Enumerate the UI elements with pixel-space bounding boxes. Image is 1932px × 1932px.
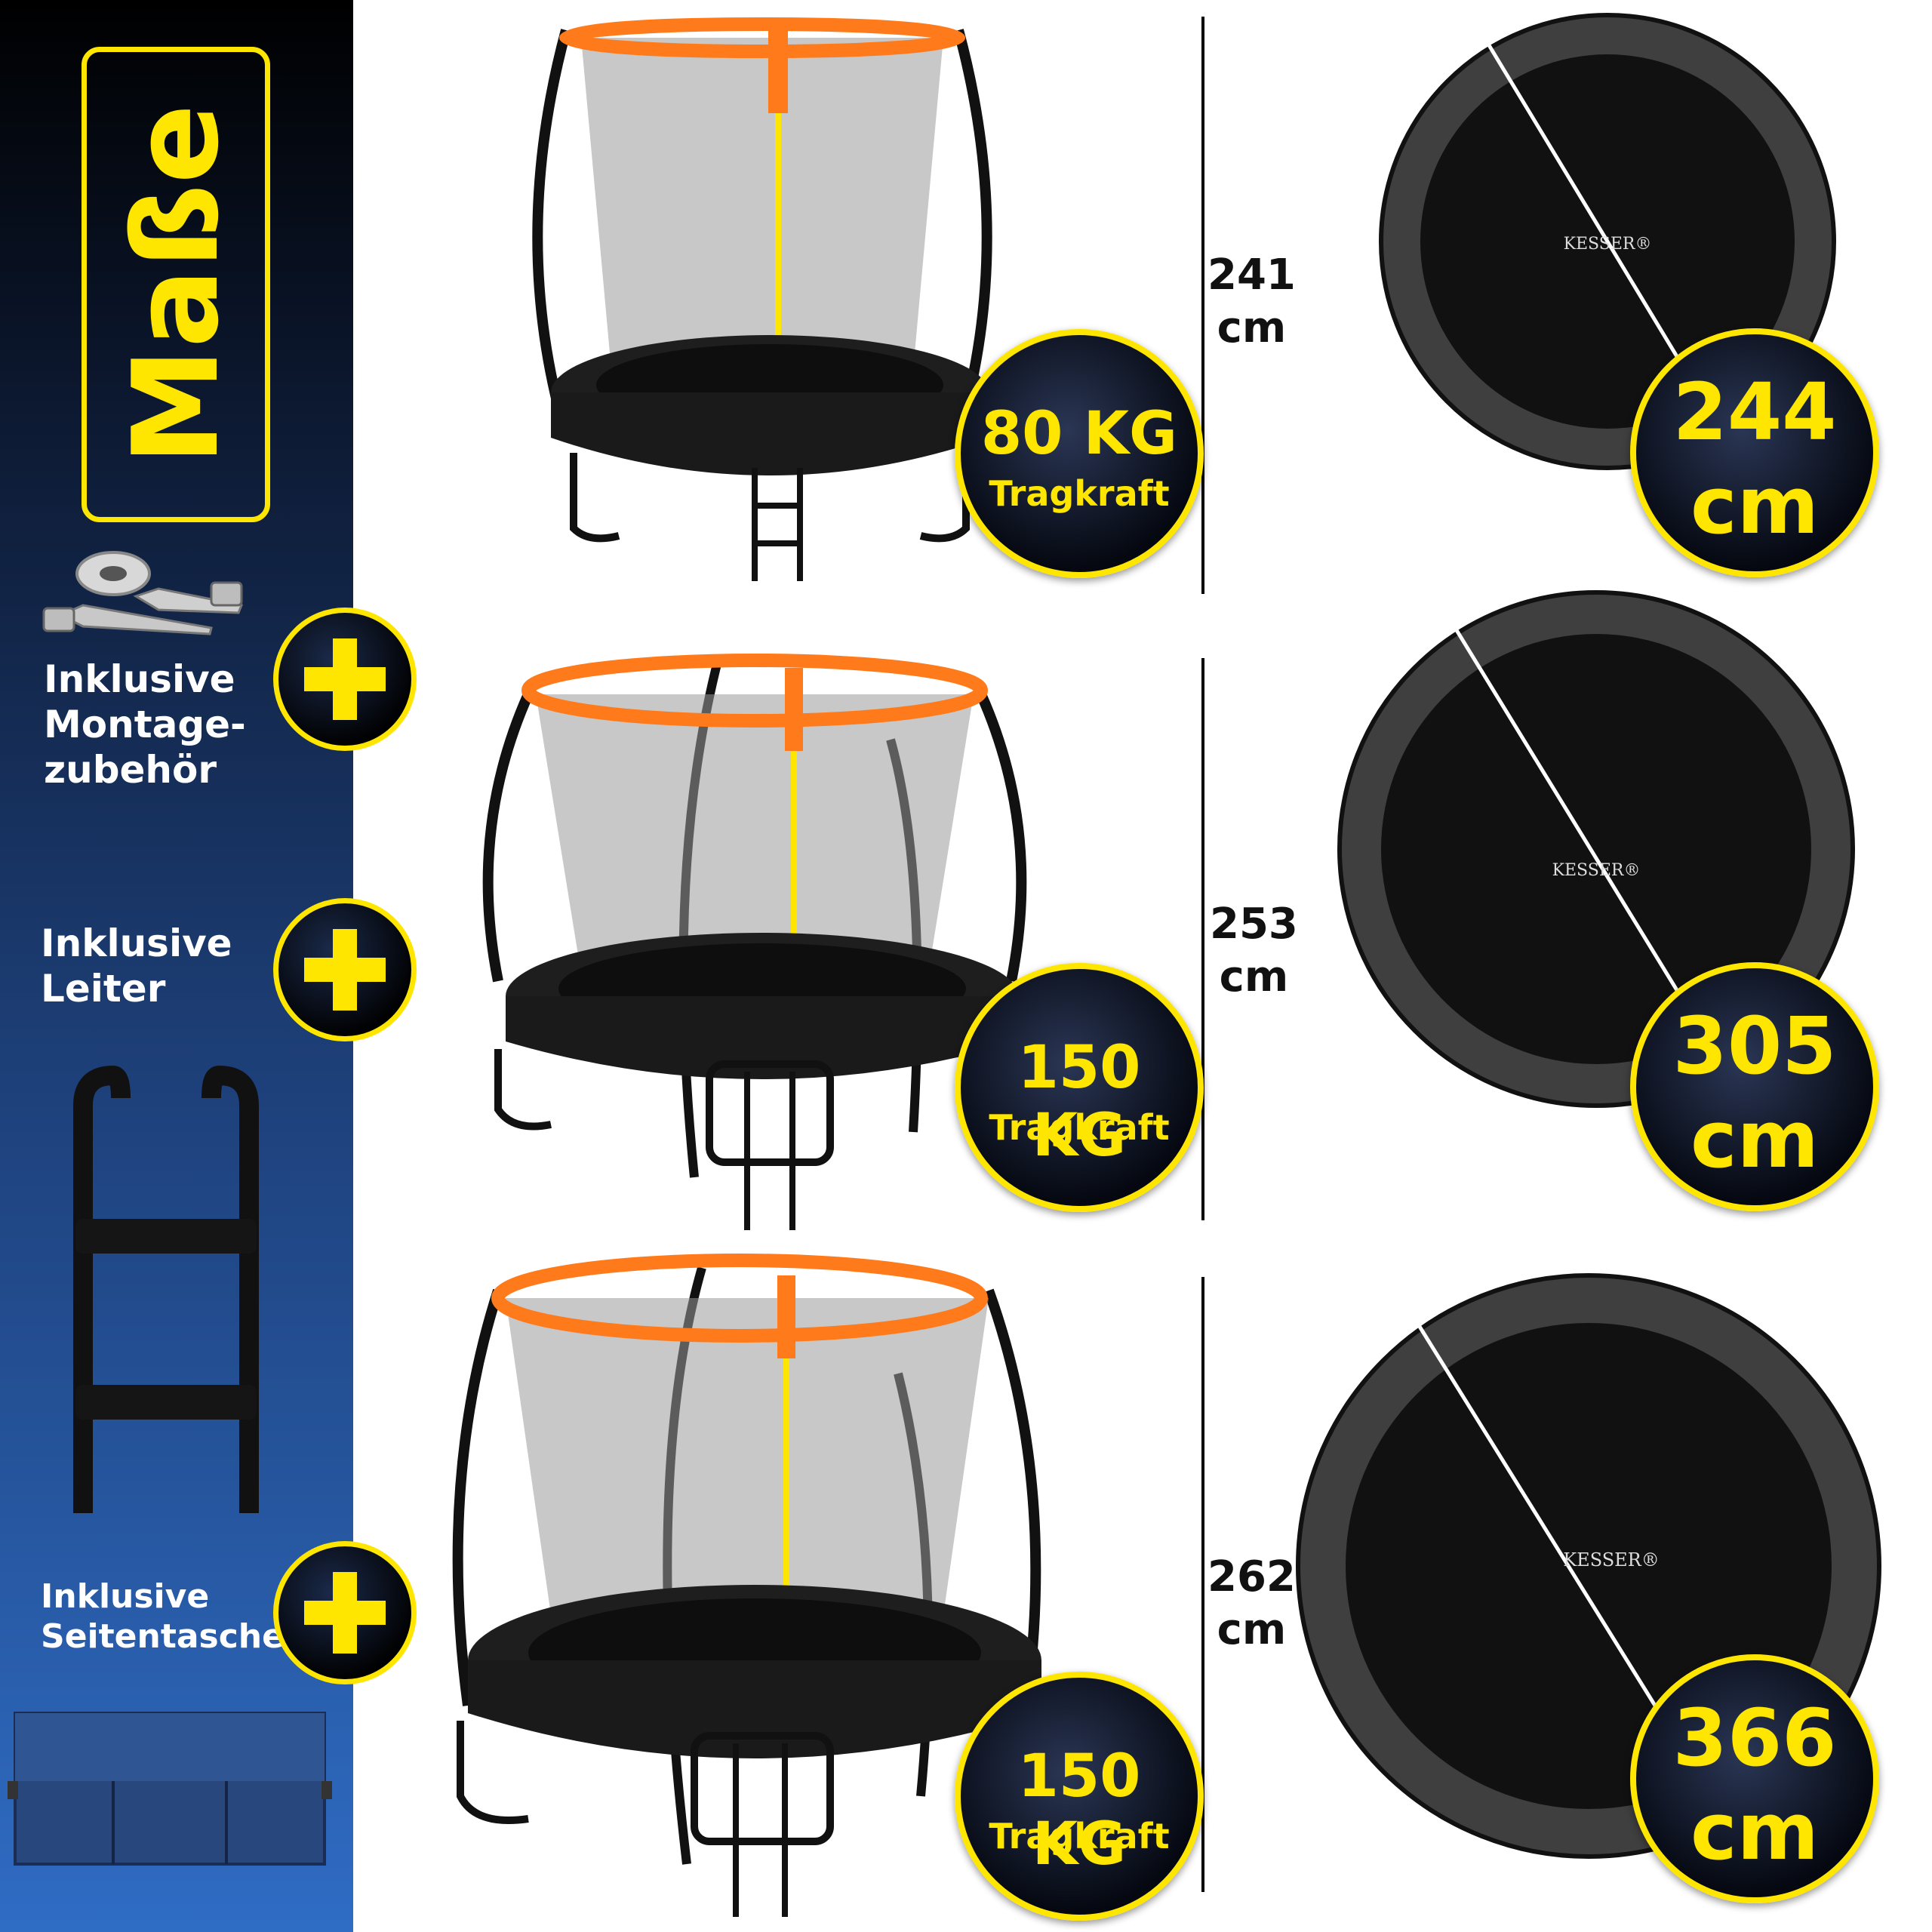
ladder-icon	[73, 1065, 259, 1513]
height-dimension-line	[1201, 658, 1204, 1220]
height-label: 253 cm	[1210, 900, 1298, 1001]
capacity-badge: 150 KG Tragkraft	[955, 963, 1204, 1212]
capacity-badge: 80 KG Tragkraft	[955, 329, 1204, 578]
accessory-label-assembly: Inklusive Montage- zubehör	[44, 657, 246, 792]
screws-icon	[42, 551, 244, 635]
side-bag-icon	[8, 1712, 332, 1866]
trampolin-8ft-image	[532, 17, 992, 581]
accessory-label-bag: Inklusive Seitentasche	[41, 1577, 285, 1656]
trampolin-10ft-top-view: KESSER®	[1337, 590, 1855, 1108]
title-frame	[82, 47, 270, 522]
page-title: Maße	[107, 103, 245, 466]
height-label: 262 cm	[1208, 1552, 1296, 1654]
height-dimension-line	[1201, 17, 1204, 594]
diameter-badge: 305 cm	[1630, 962, 1879, 1211]
brand-logo: KESSER®	[1564, 235, 1652, 254]
height-label: 241 cm	[1208, 251, 1296, 352]
plus-icon	[273, 898, 417, 1041]
brand-logo: KESSER®	[1563, 1549, 1660, 1571]
height-dimension-line	[1201, 1277, 1204, 1892]
brand-logo: KESSER®	[1552, 861, 1641, 880]
diameter-badge: 366 cm	[1630, 1654, 1879, 1903]
plus-icon	[273, 608, 417, 751]
trampolin-12ft-image	[452, 1254, 1053, 1917]
capacity-badge: 150 KG Tragkraft	[955, 1672, 1204, 1921]
sidebar: Maße Inklusive Montage- zubehör Inklusiv…	[0, 0, 417, 1932]
plus-icon	[273, 1541, 417, 1684]
trampolin-10ft-image	[482, 654, 1030, 1230]
accessory-label-ladder: Inklusive Leiter	[41, 921, 232, 1011]
diameter-badge: 244 cm	[1630, 328, 1879, 577]
